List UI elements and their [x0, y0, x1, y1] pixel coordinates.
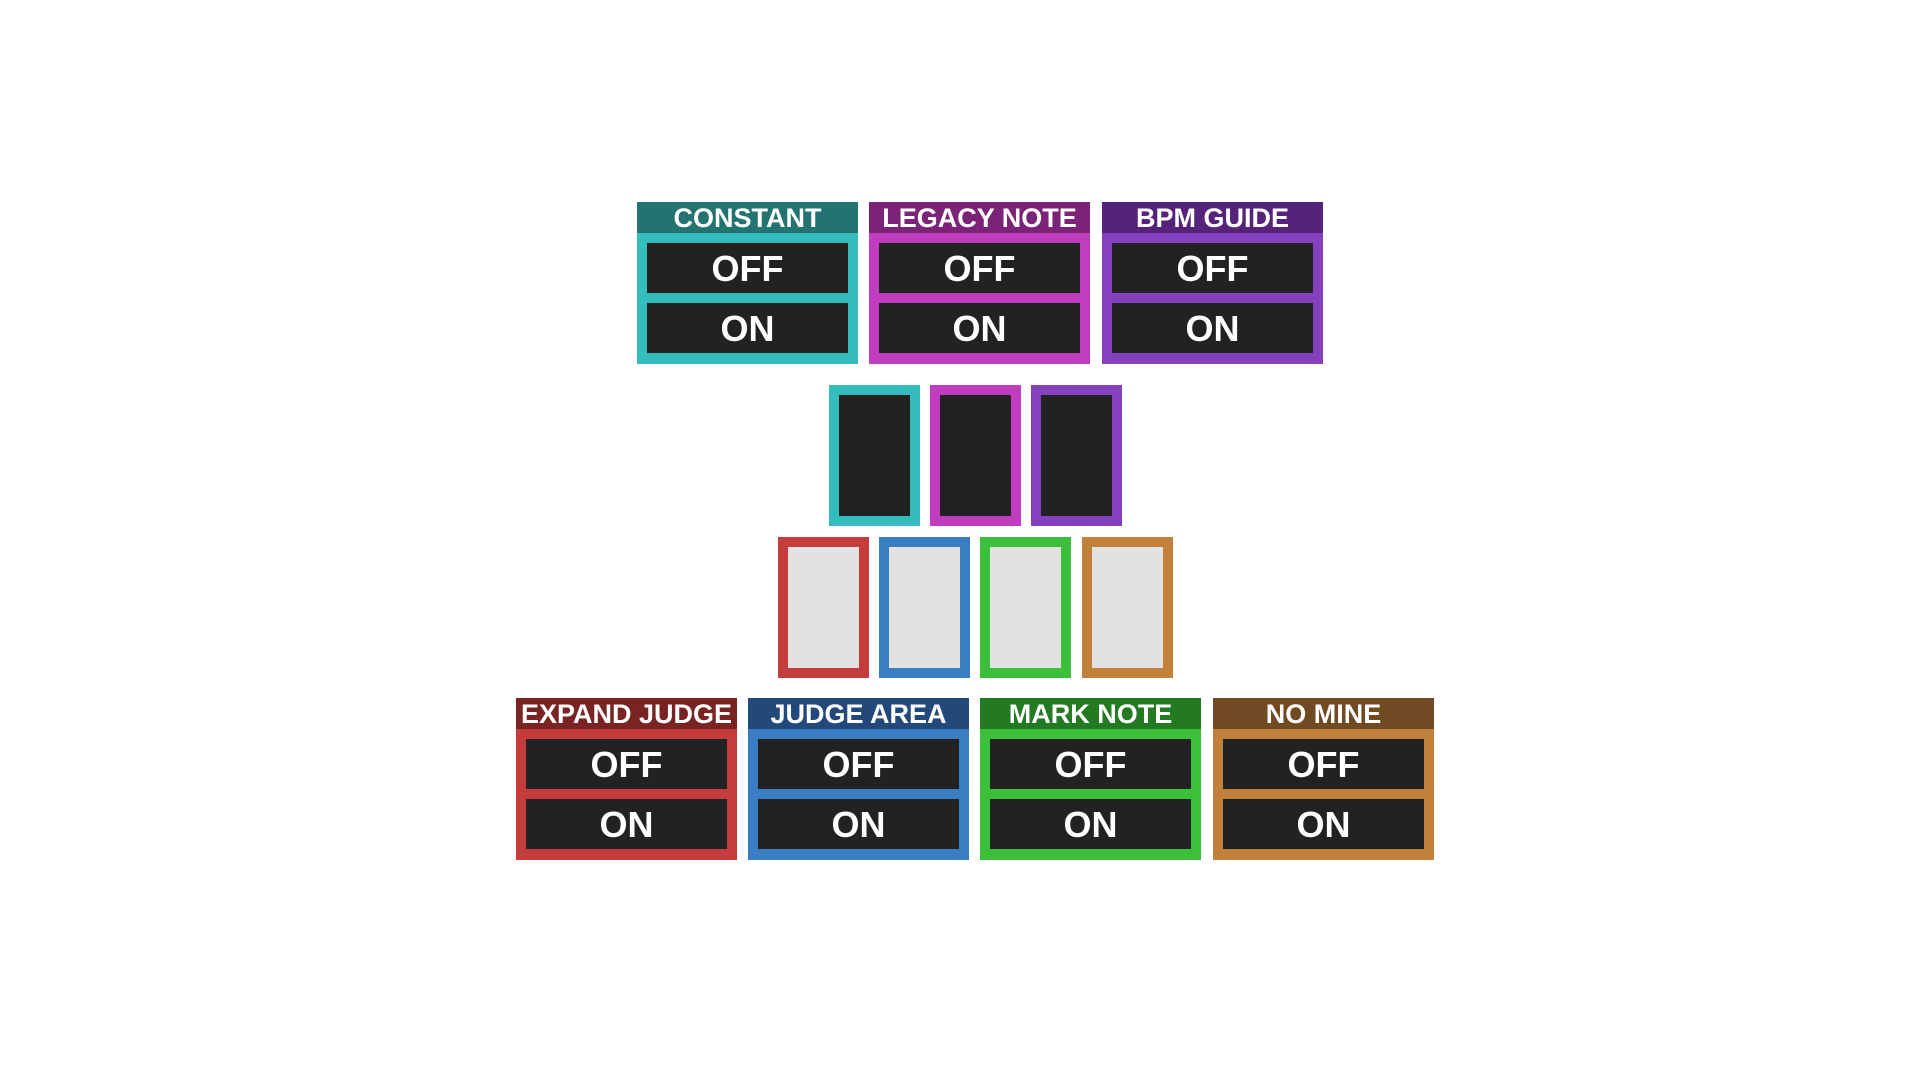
mark-note-on-button[interactable]: ON — [990, 799, 1191, 849]
expand-judge-panel: EXPAND JUDGE OFF ON — [516, 698, 737, 860]
dark-lane-1[interactable] — [829, 385, 920, 526]
light-lane-3[interactable] — [980, 537, 1071, 678]
mark-note-panel: MARK NOTE OFF ON — [980, 698, 1201, 860]
constant-off-button[interactable]: OFF — [647, 243, 848, 293]
bpm-guide-on-button[interactable]: ON — [1112, 303, 1313, 353]
no-mine-off-button[interactable]: OFF — [1223, 739, 1424, 789]
constant-panel: CONSTANT OFF ON — [637, 202, 858, 364]
judge-area-panel-title: JUDGE AREA — [748, 698, 969, 729]
dark-lane-3[interactable] — [1031, 385, 1122, 526]
legacy-note-panel: LEGACY NOTE OFF ON — [869, 202, 1090, 364]
bpm-guide-panel-title: BPM GUIDE — [1102, 202, 1323, 233]
judge-area-panel: JUDGE AREA OFF ON — [748, 698, 969, 860]
light-lane-2[interactable] — [879, 537, 970, 678]
bpm-guide-panel-body: OFF ON — [1102, 233, 1323, 364]
constant-on-button[interactable]: ON — [647, 303, 848, 353]
legacy-note-panel-title: LEGACY NOTE — [869, 202, 1090, 233]
judge-area-off-button[interactable]: OFF — [758, 739, 959, 789]
constant-panel-title: CONSTANT — [637, 202, 858, 233]
expand-judge-panel-body: OFF ON — [516, 729, 737, 860]
no-mine-panel: NO MINE OFF ON — [1213, 698, 1434, 860]
no-mine-panel-body: OFF ON — [1213, 729, 1434, 860]
dark-lane-2[interactable] — [930, 385, 1021, 526]
mark-note-off-button[interactable]: OFF — [990, 739, 1191, 789]
legacy-note-panel-body: OFF ON — [869, 233, 1090, 364]
light-lane-4[interactable] — [1082, 537, 1173, 678]
judge-area-panel-body: OFF ON — [748, 729, 969, 860]
expand-judge-off-button[interactable]: OFF — [526, 739, 727, 789]
bpm-guide-off-button[interactable]: OFF — [1112, 243, 1313, 293]
constant-panel-body: OFF ON — [637, 233, 858, 364]
bpm-guide-panel: BPM GUIDE OFF ON — [1102, 202, 1323, 364]
mark-note-panel-title: MARK NOTE — [980, 698, 1201, 729]
expand-judge-on-button[interactable]: ON — [526, 799, 727, 849]
light-lane-1[interactable] — [778, 537, 869, 678]
legacy-note-on-button[interactable]: ON — [879, 303, 1080, 353]
legacy-note-off-button[interactable]: OFF — [879, 243, 1080, 293]
no-mine-on-button[interactable]: ON — [1223, 799, 1424, 849]
mark-note-panel-body: OFF ON — [980, 729, 1201, 860]
judge-area-on-button[interactable]: ON — [758, 799, 959, 849]
no-mine-panel-title: NO MINE — [1213, 698, 1434, 729]
expand-judge-panel-title: EXPAND JUDGE — [516, 698, 737, 729]
